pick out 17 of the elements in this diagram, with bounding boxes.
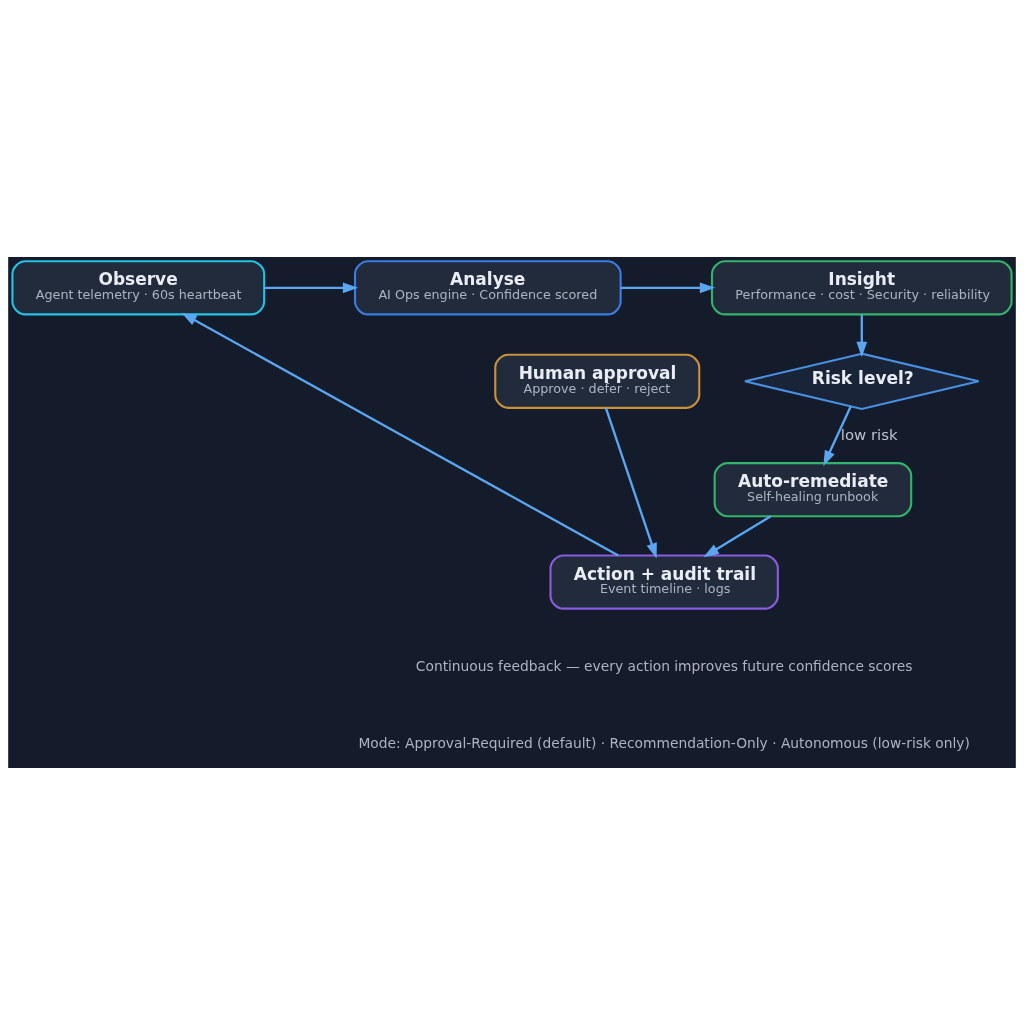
node-box: Analyse AI Ops engine · Confidence scored [353,259,622,315]
arrow [823,405,852,466]
label: Mode: Approval-Required (default) · Recommendation-Only · Autonomous (low-risk only) [358,734,970,751]
node-box: Insight Performance · cost · Security · reliability [710,259,1013,315]
node-box: Observe Agent telemetry · 60s heartbeat [11,259,266,315]
node-box: Auto-remediate Self-healing runbook [713,461,913,517]
label: Continuous feedback — every action improves future confidence scores [415,657,913,674]
arrow [264,281,359,293]
node-box: Action + audit trail Event timeline · logs [549,553,779,610]
arrow [703,514,772,557]
edge-label: low risk [840,425,898,444]
arrow [181,312,619,557]
node-box: Human approval Approve · defer · reject [494,353,701,409]
arrow [604,407,657,559]
node-diamond: Risk level? [743,352,980,410]
arrow [620,281,716,293]
arrow [856,314,868,357]
